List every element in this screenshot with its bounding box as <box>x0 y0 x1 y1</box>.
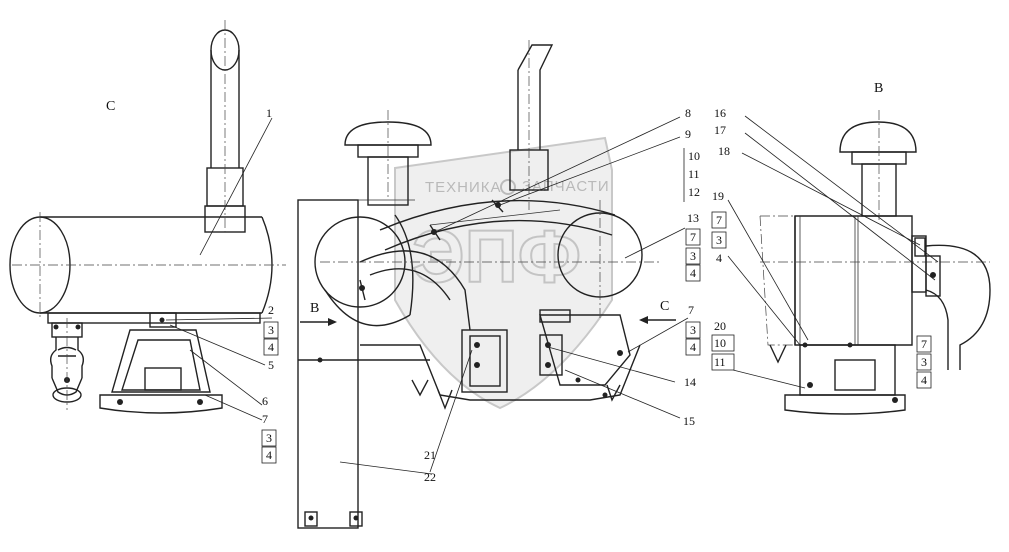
callout-9: 9 <box>685 127 691 141</box>
callout-7a: 7 <box>262 412 268 426</box>
view-b-air-cleaner <box>759 110 991 415</box>
callout-11b: 11 <box>714 355 726 369</box>
callout-7e: 7 <box>921 337 927 351</box>
watermark-text-left: ТЕХНИКА <box>425 179 502 196</box>
callout-7c: 7 <box>688 303 694 317</box>
view-title-c: C <box>106 99 115 114</box>
callout-box-3c <box>685 247 701 265</box>
watermark-text-right: ЗАПЧАСТИ <box>522 178 610 195</box>
callout-3b: 3 <box>266 431 272 445</box>
callout-4e: 4 <box>716 251 722 265</box>
callout-box-4d <box>685 338 701 356</box>
callout-box-3d <box>685 321 701 339</box>
callout-4c: 4 <box>690 266 696 280</box>
callout-3c: 3 <box>690 249 696 263</box>
callout-box-4b <box>261 446 277 464</box>
callout-7b: 7 <box>690 230 696 244</box>
view-arrow-b-label: B <box>310 301 319 316</box>
callout-3e: 3 <box>716 233 722 247</box>
watermark-big-letters: ЭПФ <box>412 215 581 298</box>
callout-labels: 1 2 3 4 5 6 7 3 4 8 9 10 11 12 13 7 3 4 … <box>261 106 932 484</box>
callout-17: 17 <box>714 123 726 137</box>
watermark-shield <box>394 136 613 410</box>
view-arrow-b: B <box>300 301 337 326</box>
callout-5: 5 <box>268 358 274 372</box>
callout-box-4c <box>685 264 701 282</box>
callout-6: 6 <box>262 394 268 408</box>
callout-box-7b <box>685 228 701 246</box>
callout-14: 14 <box>684 375 696 389</box>
callout-16: 16 <box>714 106 726 120</box>
callout-box-10b <box>711 334 735 352</box>
view-title-b: B <box>874 81 883 96</box>
callout-18: 18 <box>718 144 730 158</box>
callout-4d: 4 <box>690 340 696 354</box>
callout-13: 13 <box>687 211 699 225</box>
callout-8: 8 <box>685 106 691 120</box>
callout-box-7e <box>916 335 932 353</box>
callout-box-11b <box>711 353 735 371</box>
callout-15: 15 <box>683 414 695 428</box>
callout-3d: 3 <box>690 323 696 337</box>
callout-3a: 3 <box>268 323 274 337</box>
callout-22: 22 <box>424 470 436 484</box>
gear-icon <box>500 179 516 195</box>
view-arrow-c-label: C <box>660 299 669 314</box>
callout-12: 12 <box>688 185 700 199</box>
callout-box-7d <box>711 211 727 229</box>
center-assembly <box>297 40 660 529</box>
view-arrow-c: C <box>639 299 676 324</box>
callout-4f: 4 <box>921 373 927 387</box>
callout-box-3f <box>916 353 932 371</box>
callout-21: 21 <box>424 448 436 462</box>
callout-1: 1 <box>266 106 272 120</box>
callout-3f: 3 <box>921 355 927 369</box>
callout-10b: 10 <box>714 336 726 350</box>
view-c-muffler <box>9 20 286 414</box>
callout-box-4a <box>263 338 279 356</box>
callout-2: 2 <box>268 303 274 317</box>
watermark-logo: ТЕХНИКА ЗАПЧАСТИ ЭПФ <box>394 136 613 410</box>
leader-lines <box>165 115 939 475</box>
callout-20: 20 <box>714 319 726 333</box>
callout-box-3b <box>261 429 277 447</box>
callout-4b: 4 <box>266 448 272 462</box>
callout-7d: 7 <box>716 213 722 227</box>
callout-box-3a <box>263 321 279 339</box>
callout-19: 19 <box>712 189 724 203</box>
callout-4a: 4 <box>268 340 274 354</box>
callout-box-3e <box>711 231 727 249</box>
callout-11a: 11 <box>688 167 700 181</box>
callout-10a: 10 <box>688 149 700 163</box>
callout-box-4f <box>916 371 932 389</box>
